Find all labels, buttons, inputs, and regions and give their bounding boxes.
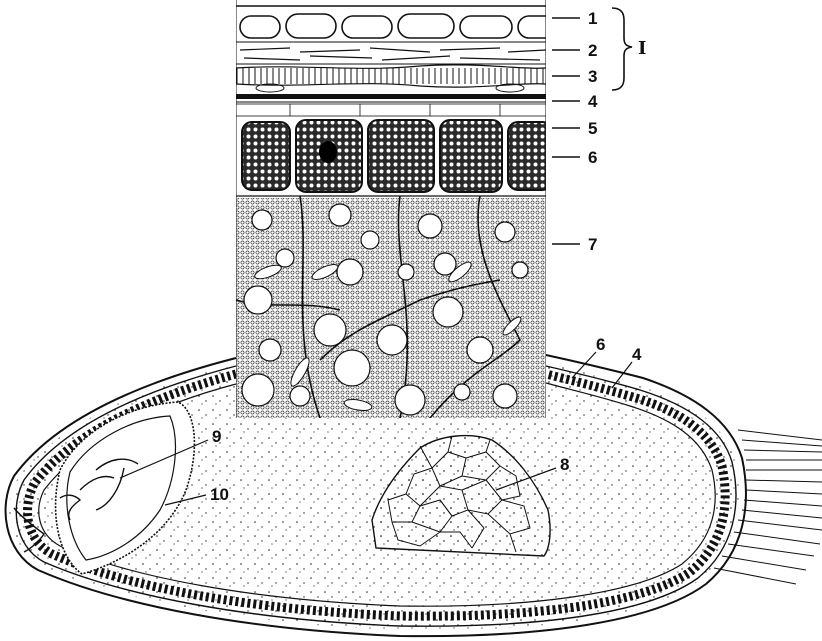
label-6-lower: 6 [596,335,605,354]
label-4-lower: 4 [632,345,642,364]
layer-leader-lines [552,18,580,244]
layer-5-band [236,104,546,116]
label-5: 5 [588,119,597,138]
label-2: 2 [588,41,597,60]
label-6: 6 [588,148,597,167]
nucleus [319,141,337,163]
label-3: 3 [588,67,597,86]
label-9: 9 [212,427,221,446]
magnified-section-panel [236,0,558,418]
group-label-I: I [638,38,646,59]
label-1: 1 [588,9,597,28]
label-8: 8 [560,455,569,474]
layer-6-aleurone-cells [236,118,552,196]
label-10: 10 [210,485,229,504]
label-4: 4 [588,92,598,111]
group-brace [612,8,632,90]
layer-7-starchy-endosperm [236,196,546,418]
label-7: 7 [588,235,597,254]
